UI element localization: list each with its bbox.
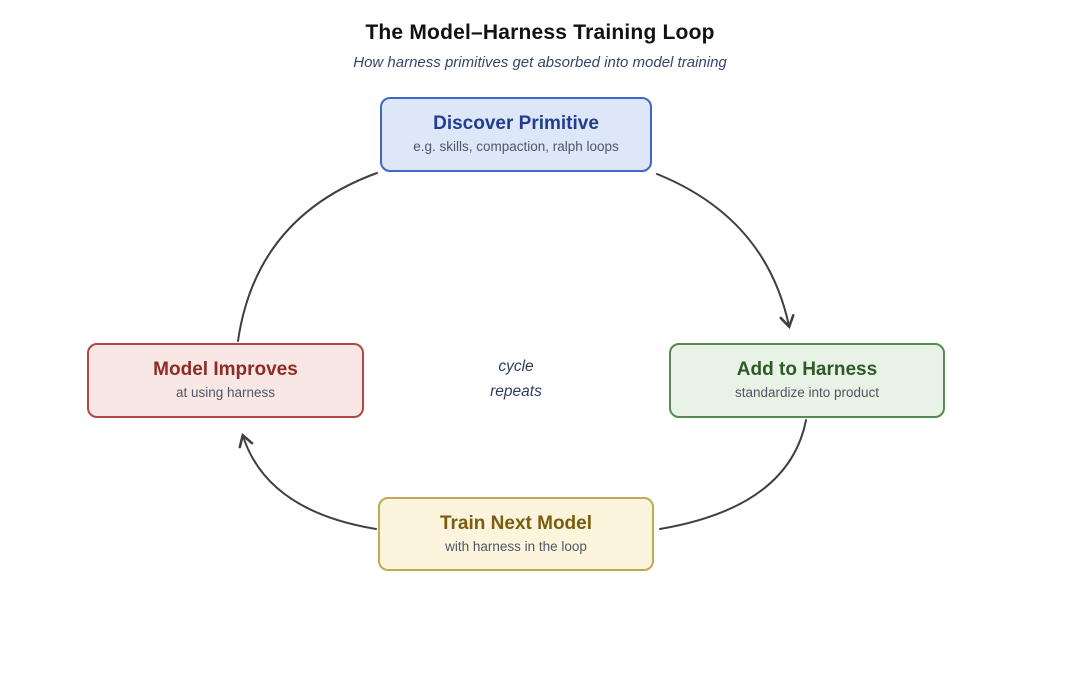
arrow-improves-to-discover — [237, 172, 378, 342]
node-subtitle-discover-primitive: e.g. skills, compaction, ralph loops — [413, 139, 619, 155]
arrow-harness-to-train — [659, 419, 807, 530]
center-cycle-label: cycle repeats — [440, 354, 592, 404]
center-cycle-label-line1: cycle — [498, 358, 534, 375]
arrow-discover-to-harness — [656, 173, 795, 330]
node-add-to-harness: Add to Harness standardize into product — [669, 343, 945, 418]
arrow-train-to-improves — [238, 432, 377, 530]
node-train-next-model: Train Next Model with harness in the loo… — [378, 497, 654, 571]
node-title-model-improves: Model Improves — [153, 359, 298, 381]
node-title-add-to-harness: Add to Harness — [736, 359, 878, 381]
node-subtitle-train-next-model: with harness in the loop — [445, 538, 587, 554]
node-subtitle-model-improves: at using harness — [175, 385, 276, 401]
node-model-improves: Model Improves at using harness — [87, 343, 364, 418]
node-title-discover-primitive: Discover Primitive — [433, 113, 599, 135]
diagram-subtitle: How harness primitives get absorbed into… — [353, 54, 727, 71]
center-cycle-label-line2: repeats — [490, 383, 542, 400]
diagram-title: The Model–Harness Training Loop — [365, 21, 715, 44]
node-subtitle-add-to-harness: standardize into product — [734, 385, 880, 401]
node-discover-primitive: Discover Primitive e.g. skills, compacti… — [380, 97, 652, 172]
node-title-train-next-model: Train Next Model — [439, 512, 593, 534]
